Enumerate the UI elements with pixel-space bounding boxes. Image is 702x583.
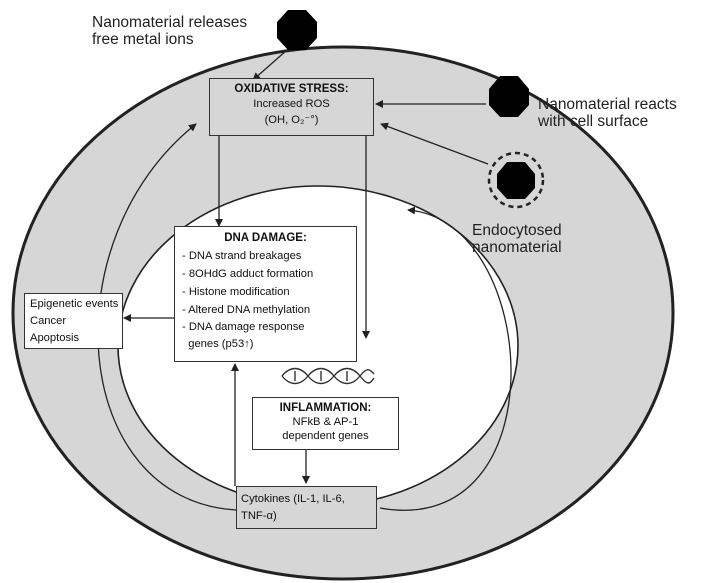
label-metal-ions: Nanomaterial releases free metal ions: [92, 14, 248, 49]
epigenetic-item: Epigenetic events: [30, 298, 119, 310]
cytokines-line1: Cytokines (IL-1, IL-6,: [241, 493, 345, 505]
oxidative-stress-box: OXIDATIVE STRESS: Increased ROS (OH, O₂⁻…: [209, 78, 374, 136]
inflammation-line2: dependent genes: [282, 430, 369, 442]
epigenetic-item: Apoptosis: [30, 332, 80, 344]
dna-damage-item: - DNA strand breakages: [182, 250, 302, 262]
endosome-membrane: [487, 151, 545, 209]
dna-damage-item: - Altered DNA methylation: [182, 304, 311, 316]
label-cell-surface: Nanomaterial reacts with cell surface: [538, 96, 677, 131]
dna-damage-item: - Histone modification: [182, 286, 290, 298]
nanoparticle-cell-surface-icon: [489, 76, 529, 117]
cytokines-box: Cytokines (IL-1, IL-6, TNF-α): [236, 486, 377, 529]
nanoparticle-endocytosed-icon: [497, 162, 535, 199]
epigenetic-box: Epigenetic events Cancer Apoptosis: [24, 293, 123, 349]
dna-damage-item: - DNA damage response: [182, 321, 305, 333]
dna-damage-title: DNA DAMAGE:: [224, 232, 307, 244]
arrow-metal-to-stress: [252, 49, 288, 81]
arrow-feedback-right: [379, 206, 512, 511]
arrow-endosome-to-stress: [380, 122, 489, 165]
oxidative-stress-title: OXIDATIVE STRESS:: [234, 83, 349, 95]
dna-damage-box: DNA DAMAGE: - DNA strand breakages - 8OH…: [174, 226, 357, 362]
dna-damage-item: - 8OHdG adduct formation: [182, 268, 314, 280]
oxidative-stress-line1: Increased ROS: [253, 98, 330, 110]
nanoparticle-metal-ions-icon: [277, 10, 317, 50]
arrow-feedback-left: [97, 123, 237, 511]
dna-helix-icon: [281, 367, 375, 385]
epigenetic-item: Cancer: [30, 315, 67, 327]
cytokines-line2: TNF-α): [241, 510, 277, 522]
inflammation-title: INFLAMMATION:: [279, 402, 372, 414]
label-endocytosed: Endocytosed nanomaterial: [472, 222, 562, 257]
inflammation-line1: NFkB & AP-1: [292, 416, 359, 428]
dna-damage-item: genes (p53↑): [182, 338, 254, 350]
oxidative-stress-line2: (OH, O₂⁻°): [264, 114, 319, 126]
inflammation-box: INFLAMMATION: NFkB & AP-1 dependent gene…: [252, 397, 399, 450]
